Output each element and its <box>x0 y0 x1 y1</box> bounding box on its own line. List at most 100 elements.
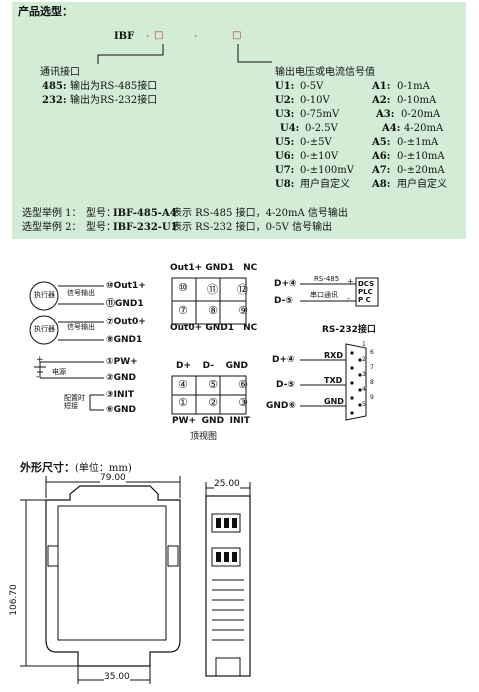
height-dimension: 106.70 <box>8 584 19 616</box>
comm-485-code: 485: <box>42 81 67 92</box>
width-dimension: 79.00 <box>100 473 126 483</box>
bot-header-0: D+ <box>176 361 192 371</box>
rs232-term-1: D-⑤ <box>276 380 295 390</box>
signal-value-label: 输出电压或电流信号值 <box>275 67 375 78</box>
signal-u-code: U1: <box>275 81 295 92</box>
model-dash-1: - <box>146 31 150 42</box>
comm-232-desc: 输出为RS-232接口 <box>70 95 158 106</box>
top-row2-2: ⑨ <box>238 304 248 317</box>
signal-a-value: 用户自定义 <box>397 179 447 190</box>
signal-u-code: U5: <box>275 137 295 148</box>
db9-pin: 6 <box>370 349 374 356</box>
db9-pin: 1 <box>362 341 366 348</box>
bot-header-2: GND <box>225 361 248 371</box>
example-2-model-label: 型号： <box>86 222 116 233</box>
example-2-desc: 表示 RS-232 接口，0-5V 信号输出 <box>172 222 333 233</box>
base-width-dimension: 35.00 <box>104 672 130 682</box>
bot-header-1: D- <box>202 361 214 371</box>
db9-pin: 2 <box>362 356 366 363</box>
signal-a-code: A2: <box>372 95 391 106</box>
power-minus: - <box>36 372 40 382</box>
terminal-num: ⑦ <box>106 317 114 327</box>
comm-interface-label: 通讯接口 <box>40 67 80 78</box>
terminal-name: GND <box>113 373 137 383</box>
terminal-name: GND1 <box>115 299 144 309</box>
rs232-title: RS-232接口 <box>322 325 376 335</box>
terminal-name: Out1+ <box>113 281 146 291</box>
actuator-2-circle <box>29 315 59 345</box>
signal-a-code: A7: <box>372 165 391 176</box>
top-row2-0: ⑦ <box>178 304 188 317</box>
selection-title: 产品选型： <box>18 5 73 18</box>
signal-u-value: 0-±5V <box>300 137 332 148</box>
comm-485-desc: 输出为RS-485接口 <box>70 81 158 92</box>
signal-a-value: 0-20mA <box>401 109 441 120</box>
bot-row1-0: ④ <box>178 378 188 391</box>
signal-a-value: 0-10mA <box>397 95 437 106</box>
signal-a-value: 0-±20mA <box>397 165 445 176</box>
db9-pin: 4 <box>362 386 366 393</box>
signal-u-value: 用户自定义 <box>300 179 350 190</box>
top-header-0: Out1+ <box>170 263 203 273</box>
signal-a-value: 0-±1mA <box>397 137 439 148</box>
example-1-label: 选型举例 1： <box>22 208 82 219</box>
rs232-signal-gnd: GND <box>324 397 344 406</box>
rs232-term-0: D+④ <box>272 355 295 365</box>
signal-output-2: 信号输出 <box>67 323 95 331</box>
model-dash-2: - <box>194 31 198 42</box>
signal-a-code: A1: <box>372 81 391 92</box>
front-outline <box>45 485 181 667</box>
top-row1-0: ⑩ <box>178 281 188 294</box>
rs232-term-2: GND⑥ <box>266 401 297 411</box>
power-plus: + <box>36 355 44 365</box>
terminal-num: ⑥ <box>106 405 114 415</box>
signal-a-value: 0-±10mA <box>397 151 445 162</box>
db9-pin: 5 <box>362 401 366 408</box>
db9-pin: 3 <box>362 371 366 378</box>
bot-row1-1: ⑤ <box>208 378 218 391</box>
signal-u-value: 0-2.5V <box>305 123 338 134</box>
terminal-num: ① <box>106 357 114 367</box>
dcs-box-1: PLC <box>358 288 373 296</box>
mid-header-1: GND1 <box>205 323 234 333</box>
terminal-name: GND1 <box>113 335 143 345</box>
signal-u-code: U4: <box>280 123 300 134</box>
terminal-name: Out0+ <box>113 317 146 327</box>
bot-row2-1: ② <box>208 396 218 409</box>
comm-232-code: 232: <box>42 95 67 106</box>
terminal-name: INIT <box>113 390 134 400</box>
bot-row2-0: ① <box>178 396 188 409</box>
bot-footer-1: GND <box>201 416 225 426</box>
signal-a-code: A4: <box>382 123 401 134</box>
dimensions-title-bold: 外形尺寸： <box>20 461 75 474</box>
bot-footer-0: PW+ <box>172 416 197 426</box>
rs485-plus: + <box>347 277 354 286</box>
terminal-name: PW+ <box>113 357 138 367</box>
rs485-minus: - <box>347 294 350 303</box>
db9-pin: 7 <box>370 364 374 371</box>
side-width-dimension: 25.00 <box>214 479 240 489</box>
signal-u-code: U3: <box>275 109 295 120</box>
signal-output-1: 信号输出 <box>67 289 95 297</box>
top-row1-1: ⑪ <box>206 283 218 296</box>
example-1-desc: 表示 RS-485 接口，4-20mA 信号输出 <box>172 208 348 219</box>
rs485-label: RS-485 <box>314 275 340 283</box>
dcs-box-2: P C <box>358 296 371 304</box>
signal-a-code: A5: <box>372 137 391 148</box>
terminal-num: ⑪ <box>106 299 116 309</box>
selection-leader-lines <box>97 44 272 64</box>
signal-u-code: U7: <box>275 165 295 176</box>
top-row1-2: ⑫ <box>237 283 248 296</box>
power-label: 电源 <box>52 368 66 376</box>
rs485-dplus: D+④ <box>274 279 297 289</box>
dcs-box-0: DCS <box>358 280 375 288</box>
dimensions-title-unit: (单位：mm) <box>75 463 132 474</box>
dimension-drawing <box>20 476 251 684</box>
rs232-signal-txd: TXD <box>324 376 343 385</box>
dimensions-title: 外形尺寸：(单位：mm) <box>20 459 132 475</box>
actuator-2-label: 执行器 <box>34 325 55 333</box>
signal-a-code: A8: <box>372 179 391 190</box>
signal-a-code: A6: <box>372 151 391 162</box>
mid-header-0: Out0+ <box>170 323 203 333</box>
terminal-num: ⑩ <box>106 281 114 291</box>
